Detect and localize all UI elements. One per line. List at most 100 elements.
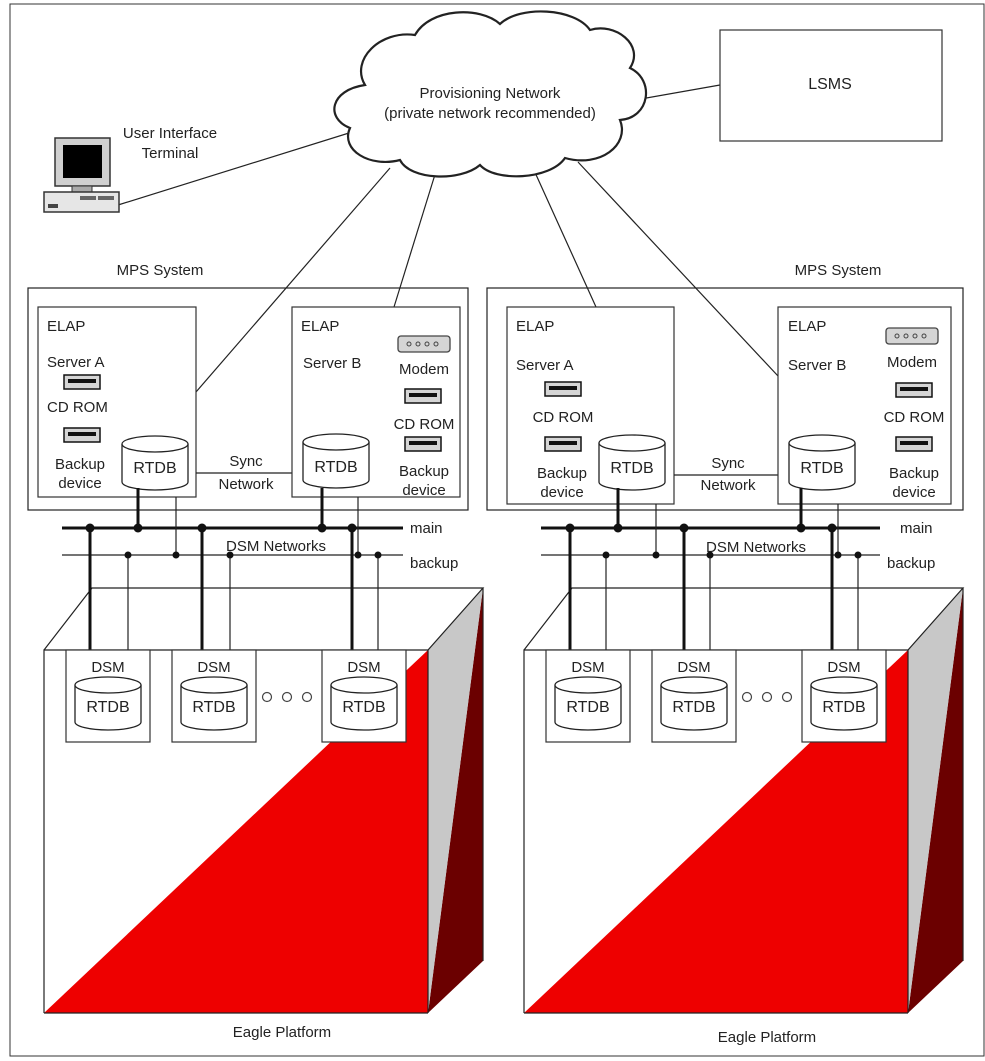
server-a-rtdb-cylinder: RTDB <box>598 434 666 491</box>
sync-label-2: Network <box>700 477 756 494</box>
server-a-cdrom: CD ROM <box>47 399 108 416</box>
mps-system-title: MPS System <box>795 262 882 279</box>
server-b-name: Server B <box>303 355 361 372</box>
terminal-drive <box>80 196 96 200</box>
mps-system-left: MPS System ELAP Server A CD ROM <box>27 262 485 1041</box>
eagle-platform-label: Eagle Platform <box>718 1029 816 1046</box>
server-a-cdrom: CD ROM <box>533 409 594 426</box>
main-network-label: main <box>410 520 443 537</box>
dsm-label: DSM <box>677 659 710 676</box>
dsm-label: DSM <box>347 659 380 676</box>
terminal-base <box>43 191 120 213</box>
dsm-card: DSM RTDB <box>651 649 737 743</box>
server-b-cdrom: CD ROM <box>884 409 945 426</box>
server-a-drive-icon <box>544 381 582 397</box>
dsm-rtdb-label: RTDB <box>342 699 385 716</box>
platform-outline <box>43 587 485 1013</box>
dsm-card: DSM RTDB <box>545 649 631 743</box>
server-b-backup-1: Backup <box>889 465 939 482</box>
server-b-backup-2: device <box>402 482 445 499</box>
lsms-label: LSMS <box>808 76 852 93</box>
server-b-elap: ELAP <box>301 318 339 335</box>
terminal-label-2: Terminal <box>142 145 199 162</box>
server-b-cdrom-icon <box>404 388 442 404</box>
link-terminal-cloud <box>117 127 366 206</box>
dsm-rtdb-label: RTDB <box>672 699 715 716</box>
dsm-rtdb-label: RTDB <box>822 699 865 716</box>
cloud-label-1: Provisioning Network <box>420 85 561 102</box>
dsm-label: DSM <box>827 659 860 676</box>
dsm-networks-label: DSM Networks <box>226 538 326 555</box>
terminal-drive-2 <box>98 196 114 200</box>
terminal-screen <box>63 145 102 178</box>
server-a-cdrom-icon <box>63 427 101 443</box>
server-b-modem-icon <box>397 335 451 353</box>
server-a-elap: ELAP <box>47 318 85 335</box>
link-cloud-serverB-right <box>577 161 779 377</box>
server-a-backup-2: device <box>540 484 583 501</box>
server-a-backup-1: Backup <box>55 456 105 473</box>
server-a-name: Server A <box>47 354 105 371</box>
dsm-networks-label: DSM Networks <box>706 539 806 556</box>
terminal-stand <box>71 185 93 193</box>
dsm-rtdb-label: RTDB <box>566 699 609 716</box>
server-a-rtdb-label: RTDB <box>610 460 653 477</box>
server-a-backup-1: Backup <box>537 465 587 482</box>
platform-grey-side <box>428 588 483 1013</box>
dsm-rtdb-label: RTDB <box>192 699 235 716</box>
server-a-cdrom-icon <box>544 436 582 452</box>
cloud-label-2: (private network recommended) <box>384 105 596 122</box>
server-b-backup-2: device <box>892 484 935 501</box>
diagram-frame <box>9 3 985 1057</box>
elap-server-a: ELAP Server A CD ROM Backup device RTDB <box>37 306 197 498</box>
server-b-rtdb-label: RTDB <box>314 459 357 476</box>
main-network-label: main <box>900 520 933 537</box>
platform-outline <box>523 587 965 1013</box>
server-a-name: Server A <box>516 357 574 374</box>
link-cloud-serverA-right <box>532 167 597 308</box>
eagle-platform-label: Eagle Platform <box>233 1024 331 1041</box>
dsm-ellipsis <box>741 691 793 703</box>
dsm-networks: main backup DSM Networks <box>62 488 458 650</box>
server-b-modem-icon <box>885 327 939 345</box>
lsms-box: LSMS <box>719 29 943 142</box>
lsms-rect <box>719 29 943 142</box>
dsm-networks: main backup DSM Networks <box>541 488 935 650</box>
server-a-rtdb-cylinder: RTDB <box>121 435 189 491</box>
dsm-label: DSM <box>197 659 230 676</box>
mps-system-boundary <box>486 287 964 511</box>
server-a-backup-2: device <box>58 475 101 492</box>
server-b-backup-1: Backup <box>399 463 449 480</box>
server-b-cdrom-icon <box>895 382 933 398</box>
sync-label-1: Sync <box>229 453 263 470</box>
server-a-elap: ELAP <box>516 318 554 335</box>
dsm-label: DSM <box>571 659 604 676</box>
backup-network-label: backup <box>887 555 935 572</box>
mps-system-right: MPS System ELAP Server A CD ROM B <box>486 262 965 1046</box>
dsm-card: DSM RTDB <box>65 649 151 743</box>
backup-network-label: backup <box>410 555 458 572</box>
server-b-rtdb-label: RTDB <box>800 460 843 477</box>
server-b-rtdb-cylinder: RTDB <box>302 433 370 489</box>
sync-label-1: Sync <box>711 455 745 472</box>
dsm-card: DSM RTDB <box>171 649 257 743</box>
dsm-card: DSM RTDB <box>801 649 887 743</box>
elap-server-b: ELAP Server B Modem CD ROM Backup device <box>291 306 461 499</box>
server-b-name: Server B <box>788 357 846 374</box>
elap-server-b: ELAP Server B Modem CD ROM Backup device <box>777 306 952 505</box>
platform-grey-side <box>908 588 963 1013</box>
server-b-rtdb-cylinder: RTDB <box>788 434 856 491</box>
provisioning-network-cloud: Provisioning Network (private network re… <box>333 10 648 178</box>
provisioning-links <box>117 84 779 393</box>
link-cloud-serverB-left <box>393 167 438 308</box>
mps-system-boundary <box>27 287 469 511</box>
server-a-rtdb-label: RTDB <box>133 460 176 477</box>
cloud-shape <box>333 10 648 178</box>
dsm-ellipsis <box>261 691 313 703</box>
server-b-backup-icon <box>404 436 442 452</box>
server-a-drive-icon <box>63 374 101 390</box>
dsm-card: DSM RTDB <box>321 649 407 743</box>
server-b-backup-icon <box>895 436 933 452</box>
dsm-label: DSM <box>91 659 124 676</box>
